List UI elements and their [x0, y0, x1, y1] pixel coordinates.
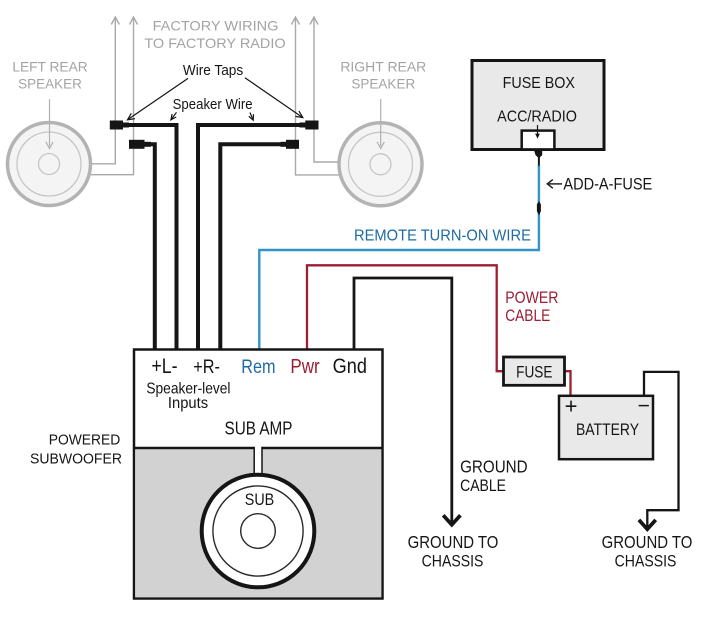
svg-text:−: − [638, 395, 650, 418]
svg-text:SUBWOOFER: SUBWOOFER [30, 451, 122, 467]
svg-text:ACC/RADIO: ACC/RADIO [497, 109, 577, 125]
svg-text:Inputs: Inputs [168, 395, 209, 413]
svg-text:CHASSIS: CHASSIS [615, 552, 677, 570]
svg-text:SUB AMP: SUB AMP [225, 418, 293, 439]
svg-text:SPEAKER: SPEAKER [18, 75, 82, 91]
svg-text:GROUND TO: GROUND TO [602, 533, 693, 552]
svg-text:ADD-A-FUSE: ADD-A-FUSE [563, 176, 652, 194]
svg-text:Gnd: Gnd [333, 355, 367, 379]
svg-text:Speaker-level: Speaker-level [146, 381, 230, 398]
svg-text:Wire Taps: Wire Taps [183, 63, 243, 80]
svg-text:+: + [565, 393, 578, 418]
svg-text:Rem: Rem [241, 356, 275, 378]
svg-text:GROUND: GROUND [460, 457, 528, 476]
svg-text:Speaker Wire: Speaker Wire [173, 95, 253, 112]
svg-text:SPEAKER: SPEAKER [351, 75, 415, 91]
svg-text:CHASSIS: CHASSIS [422, 552, 484, 570]
svg-text:RIGHT REAR: RIGHT REAR [340, 58, 426, 74]
svg-text:TO FACTORY RADIO: TO FACTORY RADIO [144, 36, 285, 52]
svg-text:GROUND TO: GROUND TO [408, 533, 499, 552]
svg-text:POWERED: POWERED [49, 431, 121, 447]
svg-text:+R-: +R- [193, 356, 220, 378]
svg-text:CABLE: CABLE [460, 477, 506, 495]
svg-text:FACTORY WIRING: FACTORY WIRING [153, 19, 279, 35]
svg-text:POWER: POWER [505, 289, 558, 307]
svg-text:SUB: SUB [245, 491, 274, 509]
svg-text:FUSE: FUSE [516, 363, 552, 381]
svg-text:CABLE: CABLE [505, 307, 550, 325]
svg-text:BATTERY: BATTERY [576, 421, 639, 439]
svg-text:Pwr: Pwr [290, 355, 319, 378]
svg-text:+L-: +L- [151, 355, 177, 379]
svg-text:REMOTE TURN-ON WIRE: REMOTE TURN-ON WIRE [354, 227, 531, 245]
svg-text:LEFT REAR: LEFT REAR [12, 58, 87, 74]
svg-text:FUSE BOX: FUSE BOX [503, 76, 575, 93]
